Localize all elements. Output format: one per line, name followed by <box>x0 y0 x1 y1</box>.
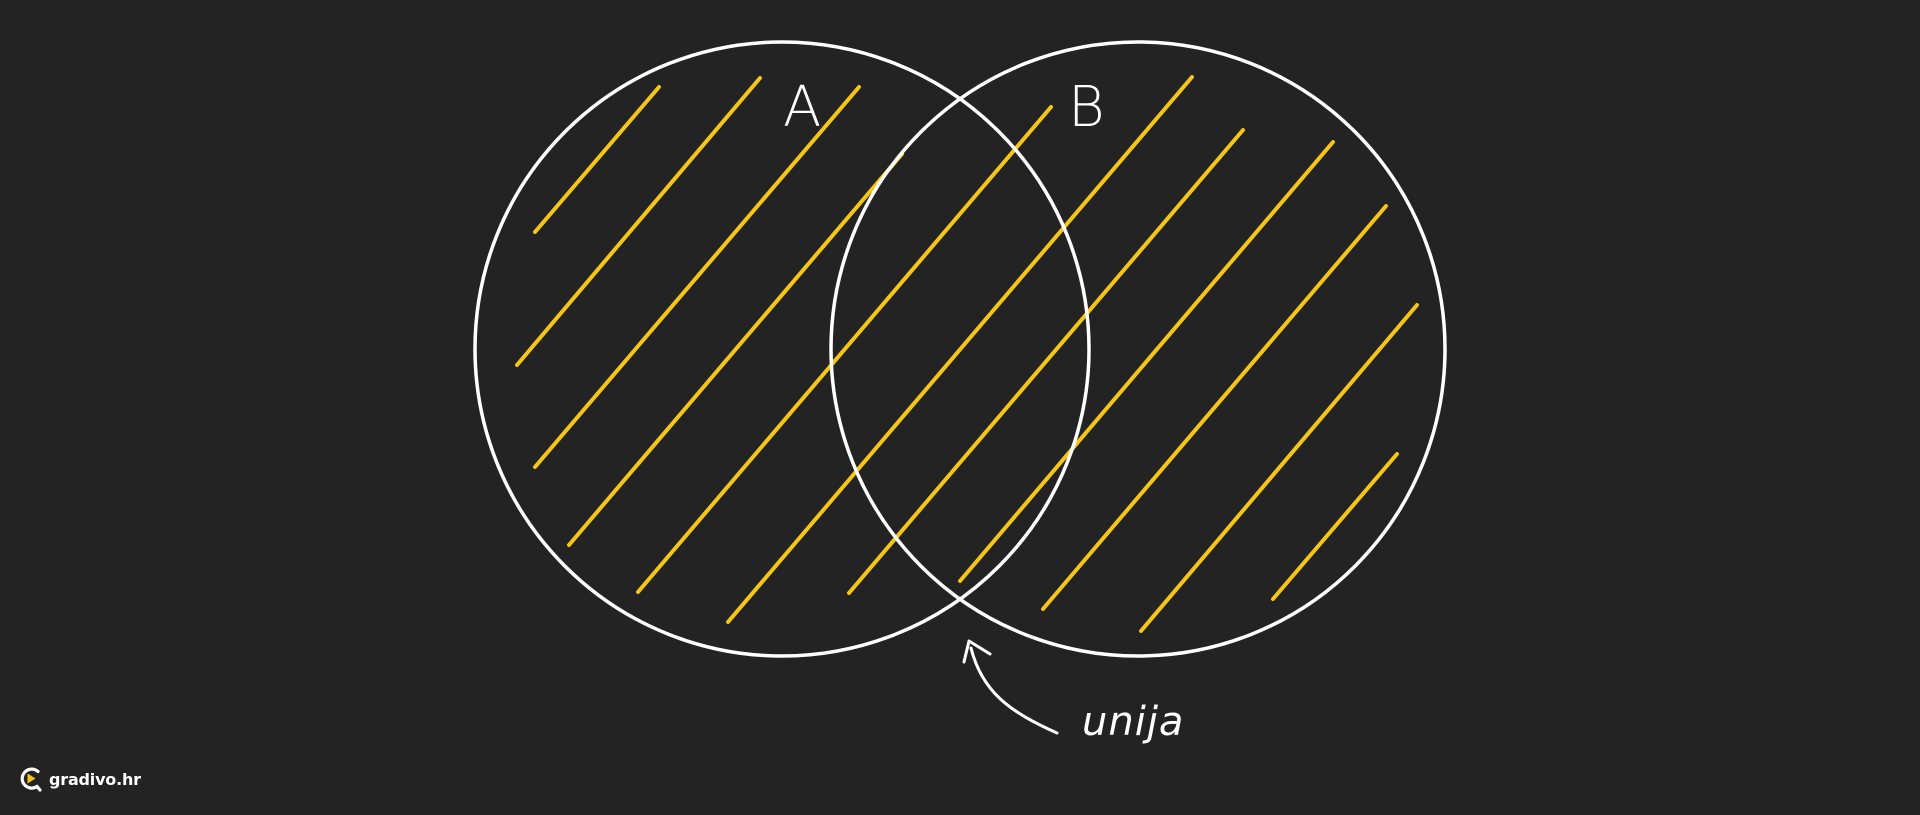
brand-logo[interactable]: gradivo.hr <box>18 765 141 793</box>
hatch-line <box>1041 204 1388 611</box>
set-b-label: B <box>1068 75 1105 140</box>
arrow-head-icon <box>962 639 992 664</box>
hatch-line <box>1139 303 1419 633</box>
union-hatching <box>515 75 1419 633</box>
gradivo-logo-icon <box>20 767 42 792</box>
hatch-line <box>533 85 661 234</box>
hatch-line <box>958 140 1335 583</box>
set-circles <box>473 40 1447 658</box>
set-b-circle <box>829 40 1447 658</box>
union-annotation: unija <box>1082 699 1185 745</box>
hatch-line <box>533 85 861 469</box>
annotation-arrow <box>962 639 1059 735</box>
set-a-circle <box>473 40 1091 658</box>
arrow-shaft <box>969 646 1059 735</box>
hatch-line <box>636 105 1053 594</box>
set-a-label: A <box>783 75 822 140</box>
hatch-line <box>1271 452 1399 601</box>
logo-text: gradivo.hr <box>49 769 141 789</box>
hatch-line <box>567 152 904 547</box>
hatch-line <box>847 128 1245 595</box>
hatch-line <box>726 75 1194 624</box>
hatch-line <box>515 76 762 367</box>
